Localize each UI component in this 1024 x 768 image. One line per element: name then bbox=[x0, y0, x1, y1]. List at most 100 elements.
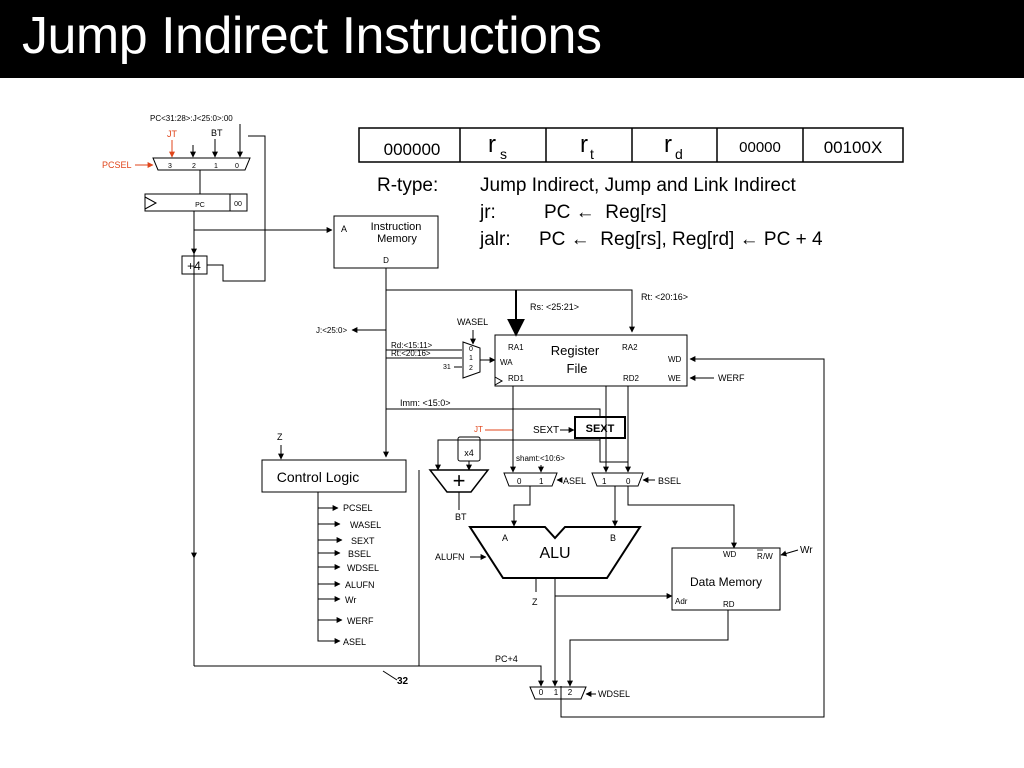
imem-title-1: Instruction bbox=[371, 221, 422, 233]
jalr-label: jalr: bbox=[479, 229, 511, 250]
wdsel-in-0: 0 bbox=[539, 688, 544, 697]
field-rt: r bbox=[580, 131, 588, 158]
bus-width-32: 32 bbox=[397, 676, 409, 687]
ctrl-pcsel: PCSEL bbox=[343, 503, 373, 513]
dm-adr: Adr bbox=[675, 597, 688, 606]
bsel-in-0: 0 bbox=[626, 477, 631, 486]
jr-semantics: PC ← Reg[rs] bbox=[544, 202, 666, 223]
field-rs: r bbox=[488, 131, 496, 158]
pcsel-label: PCSEL bbox=[102, 160, 132, 170]
wasel-label: WASEL bbox=[457, 317, 488, 327]
alu-label: ALU bbox=[539, 545, 570, 562]
rf-wd: WD bbox=[668, 355, 682, 364]
bsel-in-1: 1 bbox=[602, 477, 607, 486]
pc4-label: PC+4 bbox=[495, 654, 518, 664]
dm-wr-label: Wr bbox=[800, 545, 813, 556]
werf-label: WERF bbox=[718, 373, 745, 383]
dm-w: /W bbox=[763, 552, 773, 561]
title-bar: Jump Indirect Instructions bbox=[0, 0, 1024, 78]
rtype-label: R-type: bbox=[377, 175, 438, 196]
adder-plus: + bbox=[453, 468, 466, 493]
wasel-mux bbox=[462, 341, 481, 379]
instruction-format bbox=[358, 127, 904, 163]
dm-r: R bbox=[757, 552, 763, 561]
dm-wd: WD bbox=[723, 550, 737, 559]
bt-label: BT bbox=[211, 128, 223, 138]
jr-label: jr: bbox=[479, 202, 496, 223]
shamt-field: shamt:<10:6> bbox=[516, 454, 565, 463]
imem-d: D bbox=[383, 256, 389, 265]
dm-title: Data Memory bbox=[690, 575, 762, 589]
plus4-label: +4 bbox=[187, 259, 201, 273]
pcsel-in-0: 0 bbox=[235, 163, 239, 170]
field-rd-sub: d bbox=[675, 146, 683, 162]
field-opcode: 000000 bbox=[384, 140, 441, 159]
const-31: 31 bbox=[443, 364, 451, 371]
wdsel-mux bbox=[529, 686, 587, 700]
ctrl-wr: Wr bbox=[345, 595, 356, 605]
ctrl-wasel: WASEL bbox=[350, 520, 381, 530]
rf-title-1: Register bbox=[551, 343, 600, 358]
pc-label: PC bbox=[195, 202, 205, 209]
asel-in-0: 0 bbox=[517, 477, 522, 486]
bsel-label: BSEL bbox=[658, 476, 681, 486]
rf-title-2: File bbox=[567, 361, 588, 376]
data-memory bbox=[671, 547, 781, 611]
imem-title-2: Memory bbox=[377, 233, 417, 245]
bt-out-label: BT bbox=[455, 512, 467, 522]
ctrl-asel: ASEL bbox=[343, 637, 366, 647]
pc-low-bits: 00 bbox=[234, 201, 242, 208]
rf-rd2: RD2 bbox=[623, 374, 640, 383]
pcsel-in-3: 3 bbox=[168, 163, 172, 170]
rf-rd1: RD1 bbox=[508, 374, 525, 383]
pc-register bbox=[144, 193, 248, 212]
ctrl-werf: WERF bbox=[347, 616, 374, 626]
asel-mux bbox=[503, 472, 558, 487]
format-heading: Jump Indirect, Jump and Link Indirect bbox=[480, 175, 796, 196]
control-logic bbox=[261, 459, 407, 493]
pc-concat-label: PC<31:28>:J<25:0>:00 bbox=[150, 114, 233, 123]
jt-label-2: JT bbox=[474, 425, 483, 434]
pcsel-in-2: 2 bbox=[192, 163, 196, 170]
alu-b: B bbox=[610, 533, 616, 543]
sext-box-label: SEXT bbox=[586, 423, 615, 435]
bsel-mux bbox=[591, 472, 644, 487]
dm-rd: RD bbox=[723, 600, 735, 609]
wdsel-in-2: 2 bbox=[568, 688, 573, 697]
asel-in-1: 1 bbox=[539, 477, 544, 486]
field-rs-sub: s bbox=[500, 146, 507, 162]
x4-label: x4 bbox=[464, 448, 474, 458]
control-output-arrows bbox=[317, 492, 343, 644]
alufn-label: ALUFN bbox=[435, 552, 465, 562]
wasel-in-1: 1 bbox=[469, 355, 473, 362]
field-funct: 00100X bbox=[824, 138, 883, 157]
alu-a: A bbox=[502, 533, 508, 543]
wdsel-label: WDSEL bbox=[598, 689, 630, 699]
ctrl-bsel: BSEL bbox=[348, 549, 371, 559]
rf-ra1: RA1 bbox=[508, 343, 524, 352]
wasel-in-2: 2 bbox=[469, 365, 473, 372]
sext-input-label: SEXT bbox=[533, 425, 559, 436]
imem-a: A bbox=[341, 224, 347, 234]
ctrl-alufn: ALUFN bbox=[345, 580, 375, 590]
rd-field: Rd:<15:11> bbox=[391, 341, 433, 350]
wdsel-in-1: 1 bbox=[554, 688, 559, 697]
alu-z: Z bbox=[532, 597, 538, 607]
field-rd: r bbox=[664, 131, 672, 158]
jt-label: JT bbox=[167, 129, 178, 139]
wasel-in-0: 0 bbox=[469, 346, 473, 353]
control-logic-label: Control Logic bbox=[277, 469, 360, 485]
field-rt-sub: t bbox=[590, 146, 594, 162]
z-input-label: Z bbox=[277, 432, 283, 442]
field-shamt: 00000 bbox=[739, 139, 781, 156]
slide-title: Jump Indirect Instructions bbox=[22, 7, 602, 65]
pcsel-in-1: 1 bbox=[214, 163, 218, 170]
asel-label: ASEL bbox=[563, 476, 586, 486]
ctrl-wdsel: WDSEL bbox=[347, 563, 379, 573]
imm-field: Imm: <15:0> bbox=[400, 398, 451, 408]
branch-adder bbox=[428, 469, 490, 493]
j-field: J:<25:0> bbox=[316, 326, 347, 335]
alu bbox=[468, 526, 642, 579]
register-file bbox=[494, 334, 688, 387]
